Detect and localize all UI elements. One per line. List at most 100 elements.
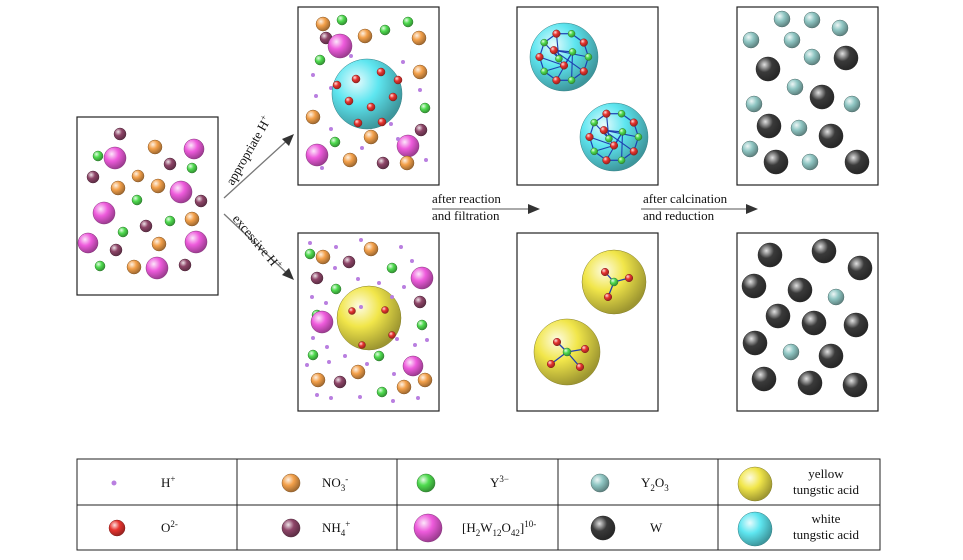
- ammonium-ion: [414, 123, 428, 137]
- h-plus-ion: [413, 343, 417, 347]
- tungstate-ion: [305, 143, 329, 167]
- tungsten-particle: [842, 372, 868, 398]
- tungstate-ion: [410, 266, 434, 290]
- white-tungstic-acid-particle: [331, 58, 403, 130]
- h-plus-ion: [399, 245, 403, 249]
- h-plus-ion: [315, 393, 319, 397]
- nitrate-ion: [315, 249, 331, 265]
- nitrate-ion: [151, 236, 167, 252]
- oxygen-ion: [602, 156, 611, 165]
- nitrate-ion: [150, 178, 166, 194]
- tungsten-particle: [811, 238, 837, 264]
- legend: H+ NO3- Y3− Y2O3 yellow tungstic acid O2…: [76, 458, 881, 551]
- h-plus-ion: [402, 285, 406, 289]
- oxygen-ion: [376, 67, 386, 77]
- y2o3-particle: [590, 473, 610, 493]
- h-plus-ion: [396, 137, 400, 141]
- h-plus-ion: [334, 245, 338, 249]
- oxygen-ion: [332, 80, 342, 90]
- oxygen-ion: [535, 52, 544, 62]
- yttrium-ion: [164, 215, 176, 227]
- oxygen-ion: [559, 61, 569, 70]
- arrow-excessive: [223, 213, 294, 280]
- yttrium-ion: [94, 260, 106, 272]
- yttrium-ion: [379, 24, 391, 36]
- y2o3-particle: [745, 95, 763, 113]
- h-plus-ion: [377, 281, 381, 285]
- h-plus-ion: [308, 241, 312, 245]
- legend-white-acid-line1: white: [812, 511, 841, 526]
- tungsten-particle: [847, 255, 873, 281]
- h-plus-ion: [425, 338, 429, 342]
- white-tungstic-acid-particle: [737, 511, 773, 547]
- oxygen-ion: [366, 102, 376, 112]
- h-plus-ion: [325, 345, 329, 349]
- tungstate-ion: [327, 33, 353, 59]
- nitrate-ion: [315, 16, 331, 32]
- label-after-reaction: after reaction: [432, 191, 501, 206]
- tungstate-ion: [145, 256, 169, 280]
- h-plus-ion: [389, 122, 393, 126]
- bond-line: [589, 136, 615, 147]
- yttrium-ion: [618, 128, 627, 136]
- h-plus-ion: [324, 301, 328, 305]
- h-plus-ion: [395, 337, 399, 341]
- yttrium-ion: [314, 54, 326, 66]
- nitrate-ion: [411, 30, 427, 46]
- tungsten-particle: [833, 45, 859, 71]
- y2o3-particle: [783, 31, 801, 49]
- yttrium-ion: [634, 133, 643, 141]
- nitrate-ion: [363, 129, 379, 145]
- yttrium-ion: [386, 262, 398, 274]
- h-plus-ion: [329, 86, 333, 90]
- particles-layer: [77, 10, 873, 403]
- arrow-calcination: [641, 204, 758, 214]
- bond-line: [621, 131, 624, 161]
- h-plus-ion: [305, 363, 309, 367]
- h-plus-ion: [365, 362, 369, 366]
- tungstate-ion: [184, 230, 208, 254]
- ammonium-ion: [342, 255, 356, 269]
- arrow-appropriate: [223, 134, 294, 199]
- oxygen-ion: [546, 359, 556, 369]
- tungsten-particle: [844, 149, 870, 175]
- tungstate-ion: [92, 201, 116, 225]
- yttrium-ion: [416, 319, 428, 331]
- ammonium-ion: [376, 156, 390, 170]
- oxygen-ion: [602, 109, 611, 118]
- y2o3-particle: [803, 48, 821, 66]
- h-plus-ion: [311, 336, 315, 340]
- oxygen-ion: [393, 75, 403, 85]
- yttrium-ion: [584, 53, 593, 61]
- h-plus-ion: [391, 399, 395, 403]
- legend-y2o3: Y2O3: [641, 475, 669, 493]
- oxygen-ion: [603, 292, 613, 302]
- h-plus-ion: [410, 259, 414, 263]
- oxygen-ion: [579, 67, 588, 76]
- yttrium-ion: [186, 162, 198, 174]
- yttrium-ion: [402, 16, 414, 28]
- h-plus-ion: [358, 395, 362, 399]
- tungstate-ion: [310, 310, 334, 334]
- tungstate-ion: [396, 134, 420, 158]
- y2o3-particle: [801, 153, 819, 171]
- tungsten-particle: [590, 515, 616, 541]
- h-plus-ion: [359, 305, 363, 309]
- oxygen-ion: [599, 126, 608, 135]
- yttrium-ion: [307, 349, 319, 361]
- tungsten-particle: [757, 242, 783, 268]
- nitrate-ion: [399, 155, 415, 171]
- yttrium-ion: [376, 386, 388, 398]
- label-excessive-h: excessive H+: [230, 211, 286, 273]
- oxygen-ion: [552, 76, 561, 85]
- bond-line: [605, 113, 610, 139]
- yttrium-ion: [117, 226, 129, 238]
- oxygen-ion: [624, 273, 634, 283]
- yttrium-ion: [92, 150, 104, 162]
- yttrium-ion: [605, 134, 613, 143]
- tungstate-ion: [103, 146, 127, 170]
- tungsten-particle: [787, 277, 813, 303]
- yttrium-ion: [567, 76, 576, 85]
- h-plus-ion: [320, 166, 324, 170]
